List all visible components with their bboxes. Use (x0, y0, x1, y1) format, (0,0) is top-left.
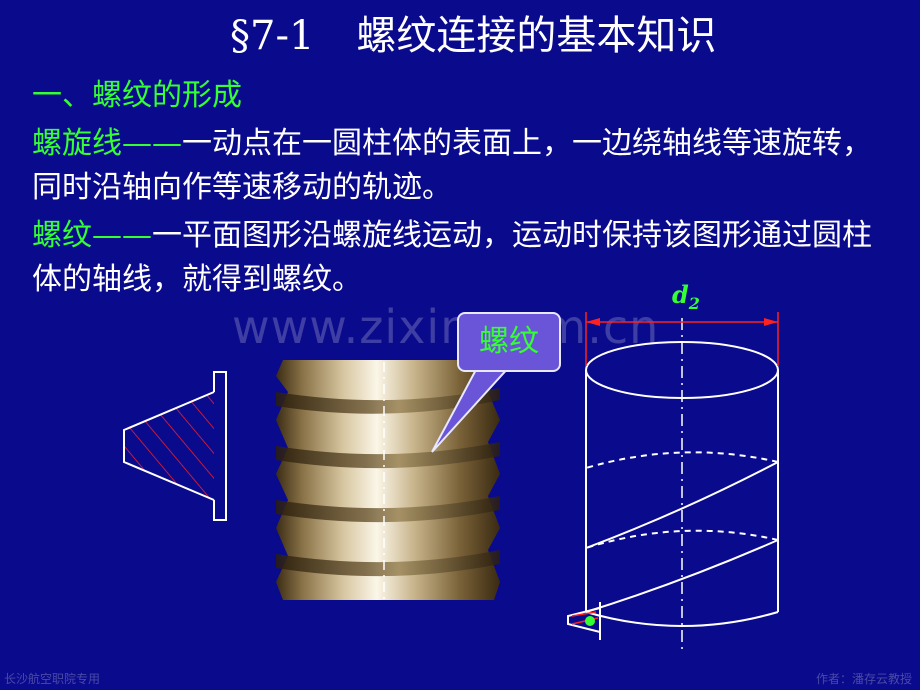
helix-text: 一动点在一圆柱体的表面上，一边绕轴线等速旋转，同时沿轴向作等速移动的轨迹。 (32, 126, 872, 205)
pitch-diameter-label: d2 (672, 280, 700, 313)
watermark: www.zixin.com.cn (232, 300, 660, 354)
dimension-letter: d (672, 280, 689, 309)
helix-cylinder-diagram (567, 312, 779, 650)
thread-term: 螺纹 (32, 218, 92, 253)
helix-dash: —— (122, 126, 182, 161)
thread-callout: 螺纹 (457, 312, 561, 372)
section-number: §7-1 (230, 13, 315, 59)
footer-right: 作者：潘存云教授 (815, 672, 912, 686)
helix-definition: 螺旋线——一动点在一圆柱体的表面上，一边绕轴线等速旋转，同时沿轴向作等速移动的轨… (32, 122, 892, 210)
dimension-subscript: 2 (688, 293, 700, 313)
thread-definition: 螺纹——一平面图形沿螺旋线运动，运动时保持该图形通过圆柱体的轴线，就得到螺纹。 (32, 214, 892, 302)
thread-profile-diagram (123, 371, 227, 521)
slide-title: §7-1 螺纹连接的基本知识 (230, 8, 910, 64)
footer-left: 长沙航空职院专用 (4, 672, 101, 686)
helix-term: 螺旋线 (32, 126, 122, 161)
thread-text: 一平面图形沿螺旋线运动，运动时保持该图形通过圆柱体的轴线，就得到螺纹。 (32, 218, 872, 297)
title-text: 螺纹连接的基本知识 (356, 13, 717, 59)
threaded-rod-illustration (276, 360, 500, 600)
thread-dash: —— (92, 218, 152, 253)
section-heading: 一、螺纹的形成 (32, 78, 242, 113)
